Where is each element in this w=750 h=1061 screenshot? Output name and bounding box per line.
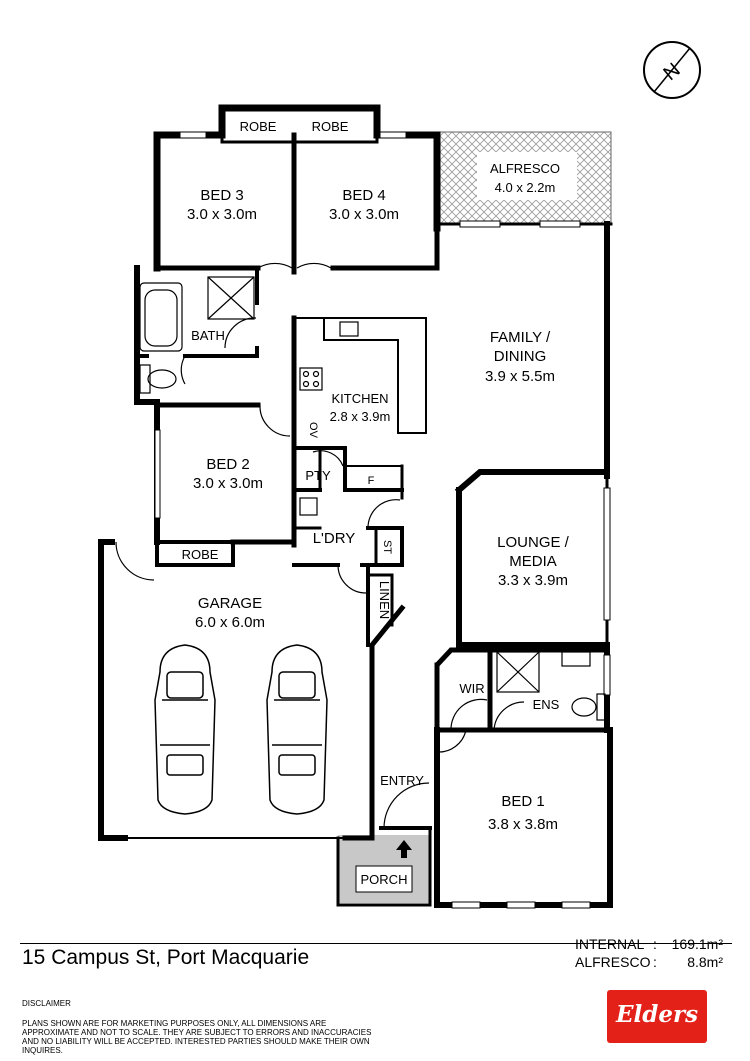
bed1-size: 3.8 x 3.8m xyxy=(488,816,558,833)
ov-name: OV xyxy=(307,422,319,439)
entry-name: ENTRY xyxy=(380,773,424,788)
kitchen-size: 2.8 x 3.9m xyxy=(330,409,391,424)
robe-b-name: ROBE xyxy=(312,119,349,134)
bed2-size: 3.0 x 3.0m xyxy=(193,475,263,492)
bath-name: BATH xyxy=(191,328,225,343)
internal-area-label: INTERNAL xyxy=(575,936,645,952)
garage-size: 6.0 x 6.0m xyxy=(195,614,265,631)
porch-label-box xyxy=(355,865,413,893)
disclaimer-text: PLANS SHOWN ARE FOR MARKETING PURPOSES O… xyxy=(22,1019,372,1055)
alfresco-area-value: 8.8m² xyxy=(687,954,723,970)
bed4-size: 3.0 x 3.0m xyxy=(329,206,399,223)
lounge-name-line1: LOUNGE / xyxy=(497,534,570,551)
bed1-name: BED 1 xyxy=(501,793,544,810)
windows xyxy=(154,131,611,909)
bed2-name: BED 2 xyxy=(206,456,249,473)
bed3-name: BED 3 xyxy=(200,187,243,204)
lounge-name-line2: MEDIA xyxy=(509,553,557,570)
elders-logo: Elders xyxy=(607,990,707,1043)
alfresco-label-bg xyxy=(477,152,577,200)
area-summary: INTERNAL : 169.1m² ALFRESCO : 8.8m² xyxy=(575,935,723,971)
floor-plan: N xyxy=(98,41,701,909)
f-name: F xyxy=(368,475,375,487)
ens-name: ENS xyxy=(533,697,560,712)
robe-c-name: ROBE xyxy=(182,547,219,562)
laundry-name: L'DRY xyxy=(313,530,356,547)
disclaimer-title: DISCLAIMER xyxy=(22,999,71,1008)
linen-name: LINEN xyxy=(377,581,392,619)
walls xyxy=(98,104,613,908)
fixtures xyxy=(115,262,606,829)
alfresco-area-label: ALFRESCO xyxy=(575,954,651,970)
bed4-name: BED 4 xyxy=(342,187,385,204)
internal-area-row: INTERNAL : 169.1m² xyxy=(575,935,723,953)
north-compass-icon: N xyxy=(643,41,701,99)
alfresco-size: 4.0 x 2.2m xyxy=(495,180,556,195)
car-icon xyxy=(154,644,328,815)
robe-a-name: ROBE xyxy=(240,119,277,134)
st-name: ST xyxy=(381,540,393,554)
entry-arrow-icon xyxy=(396,840,412,858)
footer-divider xyxy=(20,943,732,944)
family-name-line1: FAMILY / xyxy=(490,329,551,346)
kitchen-name: KITCHEN xyxy=(331,391,388,406)
alfresco-area-colon: : xyxy=(653,954,657,970)
porch-name: PORCH xyxy=(361,872,408,887)
garage-name: GARAGE xyxy=(198,595,262,612)
alfresco-name: ALFRESCO xyxy=(490,161,560,176)
internal-area-colon: : xyxy=(653,936,657,952)
internal-area-value: 169.1m² xyxy=(671,936,723,952)
lounge-size: 3.3 x 3.9m xyxy=(498,572,568,589)
wir-name: WIR xyxy=(459,681,484,696)
family-name-line2: DINING xyxy=(494,348,547,365)
bed3-size: 3.0 x 3.0m xyxy=(187,206,257,223)
pty-name: PTY xyxy=(305,468,331,483)
property-address: 15 Campus St, Port Macquarie xyxy=(22,946,310,969)
family-size: 3.9 x 5.5m xyxy=(485,368,555,385)
elders-logo-text: Elders xyxy=(615,1001,699,1028)
alfresco-area-row: ALFRESCO : 8.8m² xyxy=(575,953,723,971)
